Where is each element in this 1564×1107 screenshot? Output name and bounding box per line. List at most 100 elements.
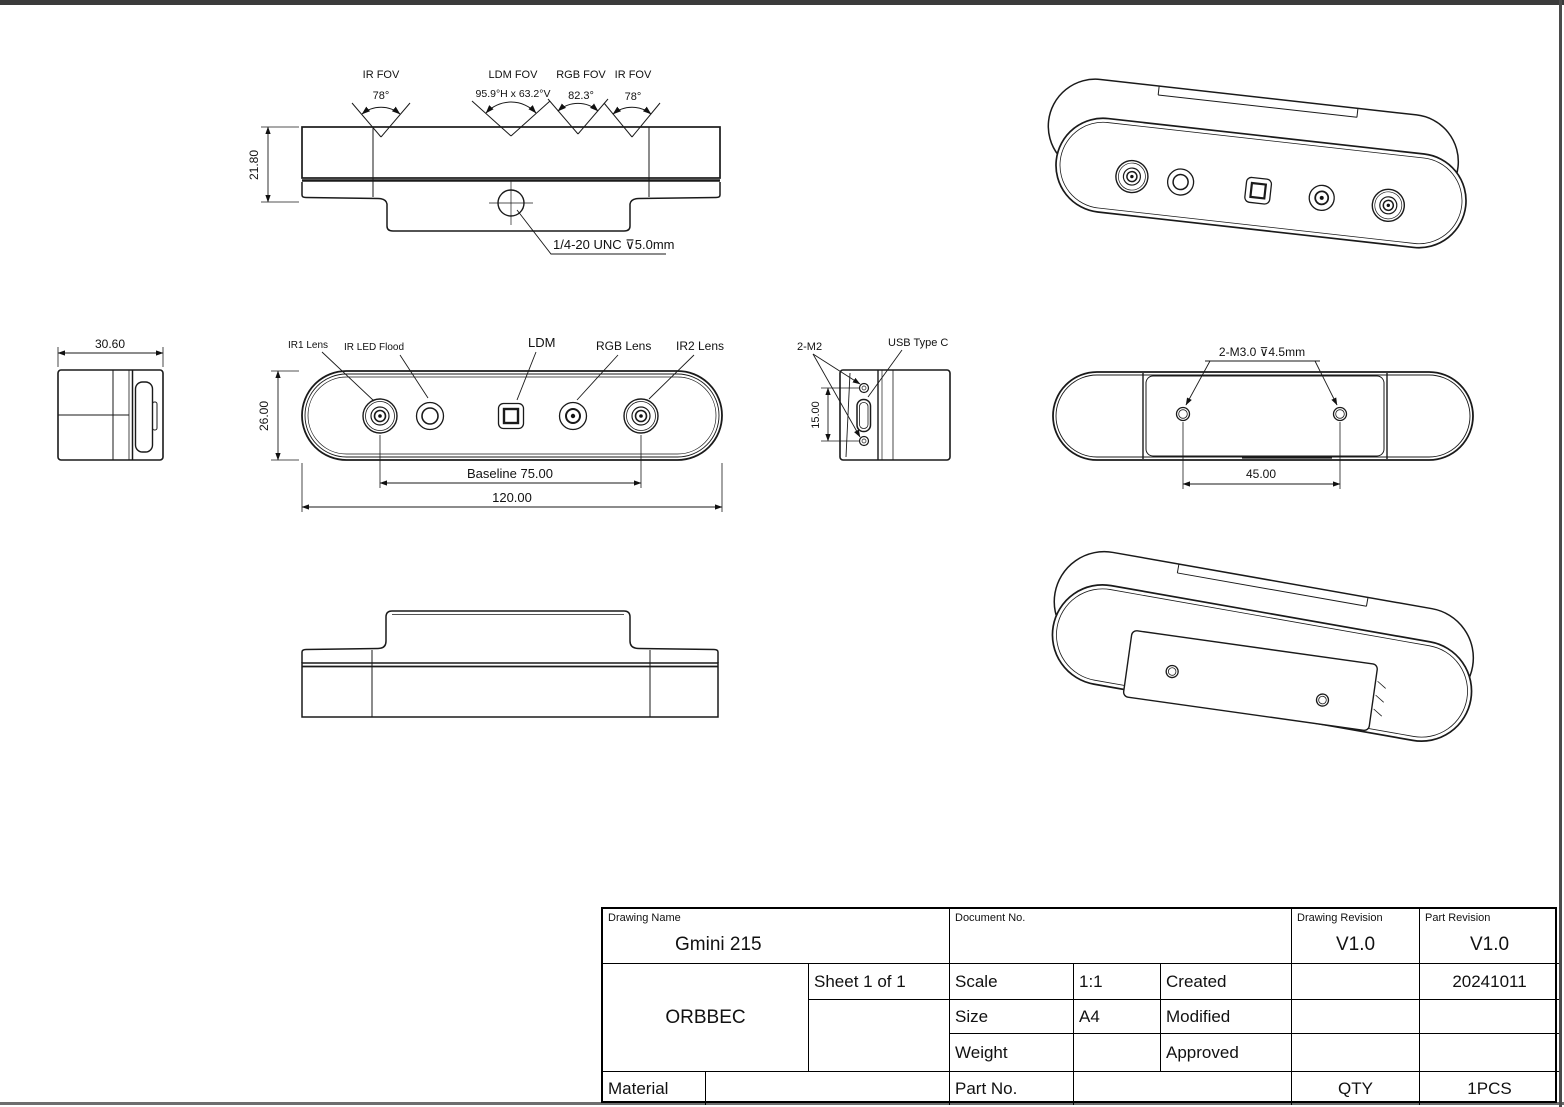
material-value-cell [706, 1072, 950, 1105]
modified-value-cell [1420, 1000, 1559, 1034]
fov-label: IR FOV [615, 69, 652, 81]
ir-led-flood [415, 401, 445, 431]
sheet-cell: Sheet 1 of 1 [809, 964, 950, 1000]
fov-label: LDM FOV [489, 69, 539, 81]
connector-pitch-dim: 15.00 [810, 401, 822, 429]
created-label: Created [1166, 972, 1227, 991]
rear-pitch-dim: 45.00 [1246, 467, 1276, 481]
modified-label: Modified [1166, 1007, 1231, 1026]
part-revision-value: V1.0 [1470, 934, 1510, 955]
iso-front-view [1047, 78, 1467, 249]
part-revision-label: Part Revision [1425, 912, 1491, 924]
size-label: Size [955, 1007, 989, 1026]
front-width-dim: 120.00 [492, 490, 532, 505]
drawing-name-cell: Drawing Name Gmini 215 [603, 909, 950, 964]
iso-rgb-lens [1308, 184, 1335, 212]
iso-ldm-emitter [1244, 176, 1273, 205]
m2-screw-label: 2-M2 [797, 341, 822, 353]
drawing-name-label: Drawing Name [608, 912, 681, 924]
size-value-cell: A4 [1074, 1000, 1161, 1034]
material-label-cell: Material [603, 1072, 706, 1105]
iso-ir-led-flood [1166, 168, 1195, 196]
ir2-lens [623, 398, 659, 434]
scale-value: 1:1 [1079, 972, 1103, 991]
connector-side-view: 2-M2 USB Type C 15.00 [797, 337, 951, 461]
drawing-revision-label: Drawing Revision [1297, 912, 1383, 924]
fov-value: 78° [625, 91, 642, 103]
sheet-value: Sheet 1 of 1 [814, 972, 906, 991]
rgb-lens [558, 401, 588, 431]
fov-ldm: LDM FOV 95.9°H x 63.2°V [471, 69, 551, 137]
m3-screw-note: 2-M3.0 ⊽4.5mm [1219, 345, 1305, 359]
fov-ir-right: IR FOV 78° [603, 69, 661, 138]
ir2-lens-label: IR2 Lens [676, 339, 724, 353]
top-view: 1/4-20 UNC ⊽5.0mm 21.80 IR FOV 78° LDM F… [247, 69, 721, 255]
size-value: A4 [1079, 1007, 1100, 1026]
qty-value: 1PCS [1467, 1079, 1512, 1098]
fov-label: IR FOV [363, 69, 400, 81]
created-label-cell: Created [1161, 964, 1292, 1000]
qty-value-cell: 1PCS [1420, 1072, 1559, 1105]
rear-view: 2-M3.0 ⊽4.5mm 45.00 [1052, 345, 1474, 489]
weight-value-cell [1074, 1034, 1161, 1072]
side-depth-dim: 30.60 [95, 337, 125, 351]
usb-type-c-label: USB Type C [888, 337, 948, 349]
document-no-label: Document No. [955, 912, 1026, 924]
ldm-label: LDM [528, 335, 555, 350]
sheet-empty-cell [809, 1000, 950, 1072]
scale-label-cell: Scale [950, 964, 1074, 1000]
approved-label: Approved [1166, 1043, 1239, 1062]
approved-value-cell [1420, 1034, 1559, 1072]
ir1-lens [362, 398, 398, 434]
part-no-label: Part No. [955, 1079, 1018, 1098]
approved-label-cell: Approved [1161, 1034, 1292, 1072]
document-no-cell: Document No. [950, 909, 1292, 964]
qty-label-cell: QTY [1292, 1072, 1420, 1105]
top-height-dim: 21.80 [247, 150, 261, 180]
baseline-dim: Baseline 75.00 [467, 466, 553, 481]
material-label: Material [608, 1079, 669, 1098]
created-date: 20241011 [1452, 972, 1527, 991]
fov-ir-left: IR FOV 78° [351, 69, 411, 138]
fov-value: 95.9°H x 63.2°V [476, 88, 551, 100]
iso-ir2-lens [1371, 188, 1406, 223]
weight-label-cell: Weight [950, 1034, 1074, 1072]
ir-led-flood-label: IR LED Flood [344, 342, 404, 353]
modified-label-cell: Modified [1161, 1000, 1292, 1034]
fov-value: 78° [373, 90, 390, 102]
scale-label: Scale [955, 972, 998, 991]
part-no-label-cell: Part No. [950, 1072, 1074, 1105]
iso-ir1-lens [1115, 159, 1149, 194]
front-height-dim: 26.00 [257, 401, 271, 431]
part-revision-cell: Part Revision V1.0 [1420, 909, 1559, 964]
tripod-note: 1/4-20 UNC ⊽5.0mm [553, 237, 675, 252]
part-no-value-cell [1074, 1072, 1292, 1105]
company-cell: ORBBEC [603, 964, 809, 1072]
modified-empty-cell [1292, 1000, 1420, 1034]
drawing-revision-cell: Drawing Revision V1.0 [1292, 909, 1420, 964]
front-view: IR1 Lens IR LED Flood LDM RGB Lens IR2 L… [257, 335, 724, 512]
size-label-cell: Size [950, 1000, 1074, 1034]
sheet-border-top [0, 0, 1564, 5]
company-name: ORBBEC [665, 1006, 746, 1028]
qty-label: QTY [1338, 1079, 1373, 1098]
created-value-cell: 20241011 [1420, 964, 1559, 1000]
scale-value-cell: 1:1 [1074, 964, 1161, 1000]
fov-rgb: RGB FOV 82.3° [547, 69, 609, 135]
drawing-name-value: Gmini 215 [675, 934, 762, 955]
title-block: Drawing Name Gmini 215 Document No. Draw… [601, 907, 1559, 1105]
left-side-view: 30.60 [57, 337, 164, 461]
fov-value: 82.3° [568, 90, 594, 102]
ir1-lens-label: IR1 Lens [288, 340, 328, 351]
iso-rear-view [1051, 550, 1475, 742]
approved-empty-cell [1292, 1034, 1420, 1072]
ldm-emitter [497, 402, 525, 430]
rgb-lens-label: RGB Lens [596, 339, 651, 353]
sheet-border-bottom [0, 1102, 1564, 1105]
fov-label: RGB FOV [556, 69, 606, 81]
bottom-view [301, 610, 719, 718]
sheet-border-right [1559, 0, 1562, 1107]
weight-label: Weight [955, 1043, 1008, 1062]
